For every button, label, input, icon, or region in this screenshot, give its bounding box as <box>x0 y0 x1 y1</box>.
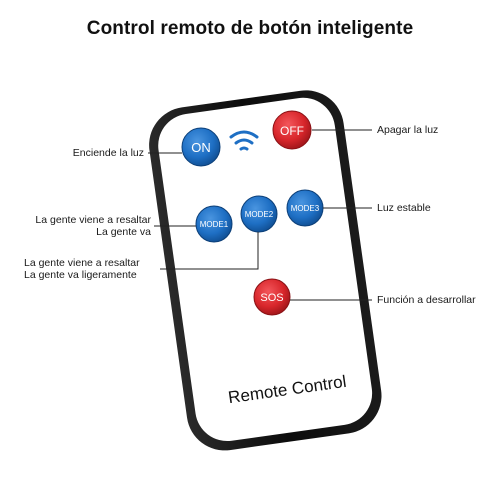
callout-mode2-line2: La gente va ligeramente <box>24 269 137 281</box>
callout-lines <box>148 129 372 301</box>
on-button[interactable]: ON <box>181 127 221 167</box>
sos-button-label: SOS <box>260 292 283 304</box>
callout-mode1: La gente viene a resaltar La gente va <box>10 214 151 238</box>
mode2-button[interactable]: MODE2 <box>240 195 278 233</box>
callout-mode1-line2: La gente va <box>96 226 151 238</box>
mode1-button[interactable]: MODE1 <box>195 205 233 243</box>
callout-mode2-line1: La gente viene a resaltar <box>24 257 140 269</box>
callout-sos: Función a desarrollar <box>377 294 476 306</box>
mode3-button[interactable]: MODE3 <box>286 189 324 227</box>
sos-button[interactable]: SOS <box>253 278 291 316</box>
callout-off: Apagar la luz <box>377 124 438 136</box>
off-button-label: OFF <box>280 124 304 138</box>
callout-off-text: Apagar la luz <box>377 124 439 136</box>
callout-mode3: Luz estable <box>377 202 431 214</box>
on-button-label: ON <box>191 140 211 155</box>
callout-mode1-line1: La gente viene a resaltar <box>35 214 151 226</box>
callout-on: Enciende la luz <box>20 147 144 159</box>
callout-mode2: La gente viene a resaltar La gente va li… <box>24 257 140 281</box>
callout-mode3-text: Luz estable <box>377 202 431 214</box>
remote-body <box>149 90 382 451</box>
page-title: Control remoto de botón inteligente <box>86 18 414 39</box>
wifi-icon <box>229 130 259 151</box>
mode3-button-label: MODE3 <box>291 204 320 213</box>
callout-sos-text: Función a desarrollar <box>377 294 476 306</box>
mode2-button-label: MODE2 <box>245 210 274 219</box>
mode1-button-label: MODE1 <box>200 220 229 229</box>
callout-on-text: Enciende la luz <box>72 147 144 159</box>
off-button[interactable]: OFF <box>272 110 312 150</box>
